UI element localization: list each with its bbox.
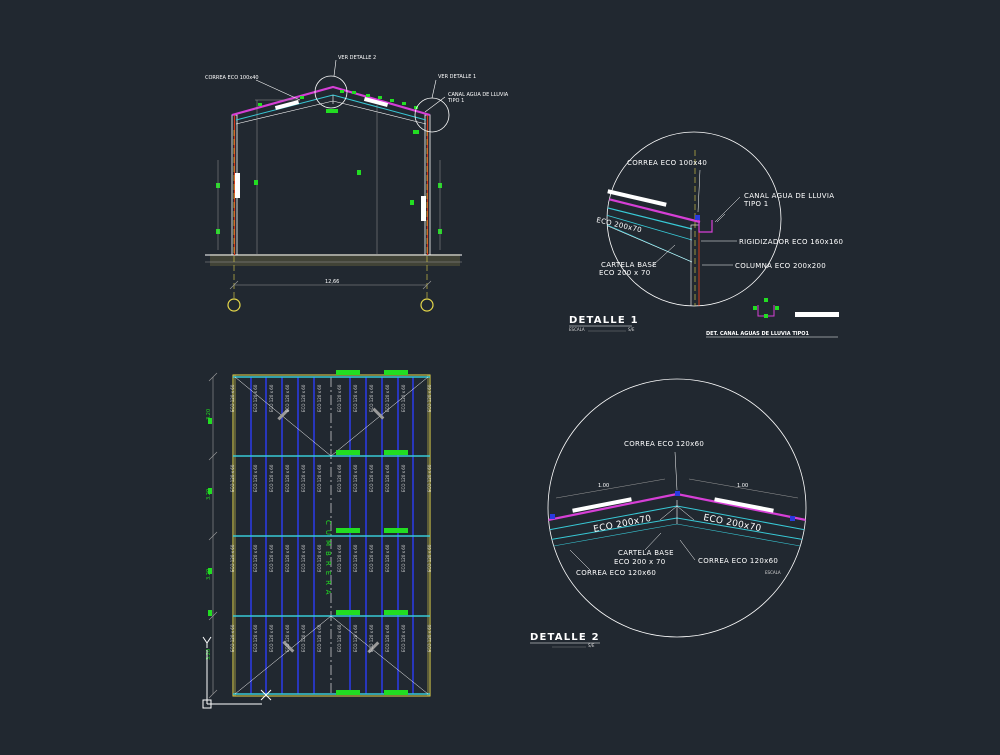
purlin-label-21: ECO 120 x 60 [385, 464, 390, 492]
purlin-label-16: ECO 120 x 60 [301, 464, 306, 492]
purlin-label-35: ECO 120 x 60 [427, 544, 432, 572]
purlin-label-19: ECO 120 x 60 [353, 464, 358, 492]
gutter-caption: DET. CANAL AGUAS DE LLUVIA TIPO1 [706, 331, 810, 337]
plan-plates [208, 370, 408, 695]
d1-scale-value: S/E [628, 327, 635, 332]
purlin-label-6: ECO 120 x 60 [337, 384, 342, 412]
roof-plan: ECO 120 x 60 ECO 120 x 60 ECO 120 x 60 ECO … [206, 370, 432, 699]
d2-scale-value: S/E [588, 643, 595, 648]
d1-title: DETALLE 1 [569, 315, 639, 326]
ridge-label: CUMBRERA [324, 520, 332, 600]
detail-1: CORREA ECO 100x40 CANAL AGUA DE LLUVIA T… [569, 131, 843, 338]
purlin-label-46: ECO 120 x 60 [401, 624, 406, 652]
d1-rigidizador-label: RIGIDIZADOR ECO 160x160 [739, 238, 843, 246]
purlin-label-33: ECO 120 x 60 [385, 544, 390, 572]
elevation-view: 12,66 [205, 55, 509, 312]
purlin-label-28: ECO 120 x 60 [301, 544, 306, 572]
purlin-label-38: ECO 120 x 60 [269, 624, 274, 652]
d2-dim-right: 1.00 [737, 483, 748, 489]
d2-correa-top: CORREA ECO 120x60 [624, 440, 704, 448]
purlin-label-39: ECO 120 x 60 [285, 624, 290, 652]
d1-columna-label: COLUMNA ECO 200x200 [735, 262, 826, 270]
bay-dim-3: 3.20 [206, 569, 212, 580]
purlin-label-22: ECO 120 x 60 [401, 464, 406, 492]
callout-circle-detail1 [414, 97, 450, 133]
callout-detail2-label: VER DETALLE 2 [338, 55, 376, 61]
purlin-label-43: ECO 120 x 60 [353, 624, 358, 652]
purlin-label-7: ECO 120 x 60 [353, 384, 358, 412]
grid-bubble-right [420, 298, 434, 312]
purlin-label-9: ECO 120 x 60 [385, 384, 390, 412]
purlin-label-8: ECO 120 x 60 [369, 384, 374, 412]
purlin-label-17: ECO 120 x 60 [317, 464, 322, 492]
ground-hatch [210, 254, 460, 266]
gutter-label-line2: TIPO 1 [447, 98, 464, 104]
purlin-label-12: ECO 120 x 60 [230, 464, 235, 492]
purlin-label-45: ECO 120 x 60 [385, 624, 390, 652]
d2-correa-left: CORREA ECO 120x60 [576, 569, 656, 577]
purlin-label-27: ECO 120 x 60 [285, 544, 290, 572]
purlin-label-3: ECO 120 x 60 [285, 384, 290, 412]
purlin-label-15: ECO 120 x 60 [285, 464, 290, 492]
dimension-text: 12,66 [325, 279, 339, 285]
purlin-label-40: ECO 120 x 60 [301, 624, 306, 652]
detail-2-circle [547, 378, 807, 638]
purlin-label-14: ECO 120 x 60 [269, 464, 274, 492]
purlin-label-41: ECO 120 x 60 [317, 624, 322, 652]
purlin-label-36: ECO 120 x 60 [230, 624, 235, 652]
d1-cartela-label-2: ECO 200 x 70 [599, 269, 651, 277]
ucs-axis-icon [202, 636, 272, 709]
purlin-label-1: ECO 120 x 60 [253, 384, 258, 412]
d1-correa-label: CORREA ECO 100x40 [627, 159, 707, 167]
plan-purlin-labels: ECO 120 x 60 ECO 120 x 60 ECO 120 x 60 ECO … [230, 384, 432, 652]
bay-dim-1: 3.20 [206, 409, 212, 420]
purlin-label-34: ECO 120 x 60 [401, 544, 406, 572]
d1-canal-label-1: CANAL AGUA DE LLUVIA [744, 192, 834, 200]
purlin-label-44: ECO 120 x 60 [369, 624, 374, 652]
purlin-label-2: ECO 120 x 60 [269, 384, 274, 412]
purlin-label-4: ECO 120 x 60 [301, 384, 306, 412]
purlin-label-24: ECO 120 x 60 [230, 544, 235, 572]
purlin-label-30: ECO 120 x 60 [337, 544, 342, 572]
d1-canal-label-2: TIPO 1 [743, 200, 769, 208]
callout-circle-detail2 [314, 75, 348, 109]
detail-2: 1.00 1.00 CORREA ECO 120x60 ECO 200x70 E… [530, 378, 807, 648]
purlin-label-31: ECO 120 x 60 [353, 544, 358, 572]
bay-dim-2: 3.20 [206, 489, 212, 500]
purlin-label-5: ECO 120 x 60 [317, 384, 322, 412]
gutter-label-line1: CANAL AGUA DE LLUVIA [448, 92, 509, 98]
d2-correa-right: CORREA ECO 120x60 [698, 557, 778, 565]
d1-cartela-label-1: CARTELA BASE [601, 261, 657, 269]
d2-scale-note: ESCALA [765, 570, 781, 575]
purlin-label-10: ECO 120 x 60 [401, 384, 406, 412]
purlin-label-32: ECO 120 x 60 [369, 544, 374, 572]
bay-dim-4: 3.20 [206, 649, 212, 660]
gutter-mini-detail [753, 298, 839, 318]
roof-slope [231, 85, 431, 117]
d2-cartela-2: ECO 200 x 70 [614, 558, 666, 566]
purlin-label-11: ECO 120 x 60 [427, 384, 432, 412]
purlin-label-18: ECO 120 x 60 [337, 464, 342, 492]
d2-dim-left: 1.00 [598, 483, 609, 489]
purlin-label: CORREA ECO 100x40 [205, 75, 259, 81]
callout-detail1-label: VER DETALLE 1 [438, 74, 476, 80]
d2-cartela-1: CARTELA BASE [618, 549, 674, 557]
d2-eco-left: ECO 200x70 [593, 514, 653, 535]
grid-bubble-left [227, 298, 241, 312]
purlin-label-23: ECO 120 x 60 [427, 464, 432, 492]
purlin-label-20: ECO 120 x 60 [369, 464, 374, 492]
purlin-label-25: ECO 120 x 60 [253, 544, 258, 572]
purlin-label-47: ECO 120 x 60 [427, 624, 432, 652]
d1-scale: ESCALA [569, 327, 585, 332]
d2-title: DETALLE 2 [530, 632, 600, 643]
purlin-label-42: ECO 120 x 60 [337, 624, 342, 652]
detail-1-circle [606, 131, 782, 307]
purlin-label-26: ECO 120 x 60 [269, 544, 274, 572]
purlin-label-0: ECO 120 x 60 [230, 384, 235, 412]
purlin-label-29: ECO 120 x 60 [317, 544, 322, 572]
purlin-label-37: ECO 120 x 60 [253, 624, 258, 652]
purlin-label-13: ECO 120 x 60 [253, 464, 258, 492]
